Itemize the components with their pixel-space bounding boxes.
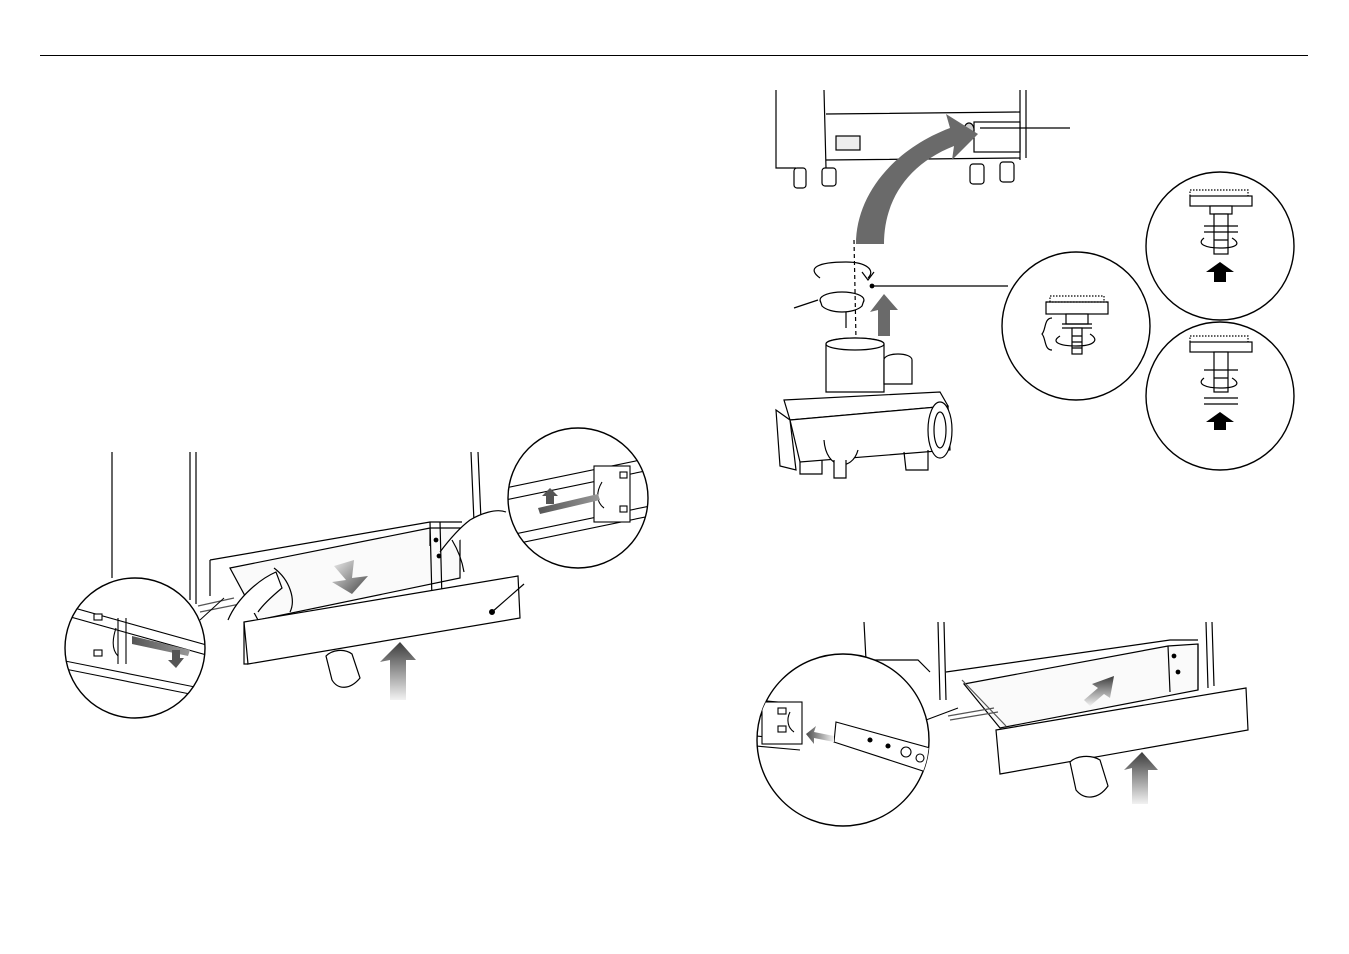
cabinet-left-panel xyxy=(190,452,196,604)
lift-cap-arrow xyxy=(870,294,898,336)
detail-circle-adjust xyxy=(1002,252,1150,400)
cabinet-right-panel xyxy=(471,452,481,522)
mount-bracket xyxy=(974,122,1020,152)
detail-circle-increase xyxy=(1146,172,1294,320)
lower-hand xyxy=(326,650,360,687)
callout-leader-cap xyxy=(794,300,818,308)
detail-circle-rail-down xyxy=(60,578,224,718)
rotation-arrow xyxy=(814,262,871,278)
lower-hand xyxy=(1070,756,1108,797)
detail-circle-decrease xyxy=(1146,322,1294,470)
detail-circle-rail-engage xyxy=(756,654,958,826)
detail-circle-rail-up xyxy=(505,428,650,568)
lift-up-arrow xyxy=(1124,752,1158,804)
curved-arrow xyxy=(856,114,978,244)
lift-up-arrow xyxy=(380,642,416,700)
